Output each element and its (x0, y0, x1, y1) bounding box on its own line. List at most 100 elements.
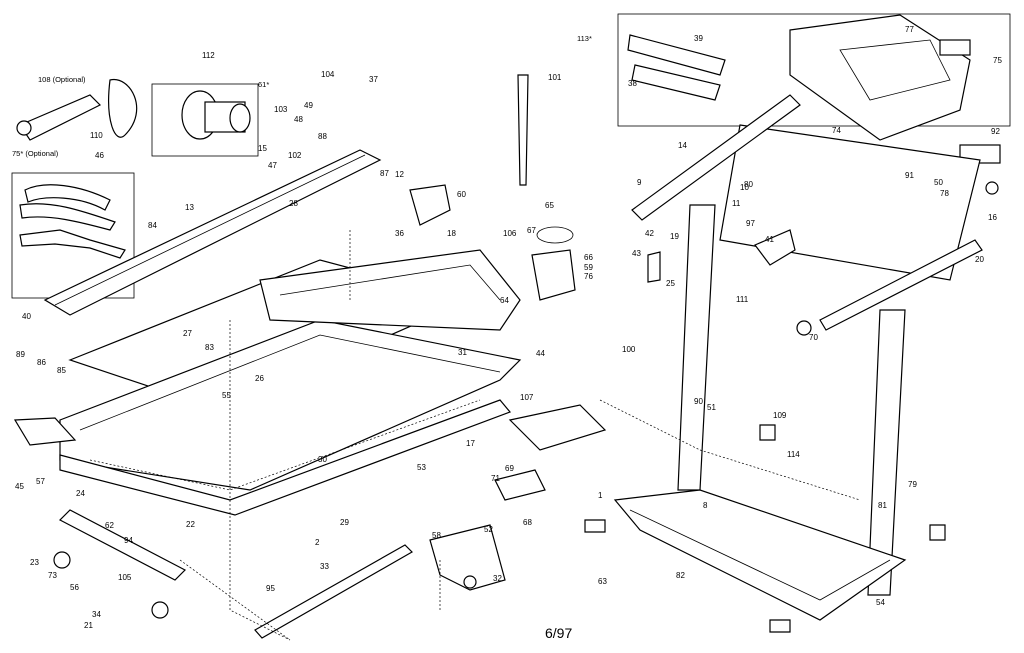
part-number-label: 40 (22, 312, 31, 321)
part-number-label: 26 (255, 374, 264, 383)
part-number-label: 16 (988, 213, 997, 222)
part-number-label: 53 (417, 463, 426, 472)
leader-lines (179, 230, 861, 641)
note-113: 113* (577, 34, 592, 43)
part-number-label: 46 (95, 151, 104, 160)
left-rail (43, 149, 382, 316)
part-number-label: 66 (584, 253, 593, 262)
part-number-label: 48 (294, 115, 303, 124)
part-number-label: 24 (76, 489, 85, 498)
part-number-label: 70 (809, 333, 818, 342)
part-number-label: 80 (744, 180, 753, 189)
part-number-label: 57 (36, 477, 45, 486)
part-number-label: 107 (520, 393, 534, 402)
part-number-label: 47 (268, 161, 277, 170)
part-number-label: 85 (57, 366, 66, 375)
part-number-label: 41 (765, 235, 774, 244)
part-number-label: 49 (304, 101, 313, 110)
part-number-label: 64 (500, 296, 509, 305)
part-number-label: 78 (940, 189, 949, 198)
part-number-label: 30 (318, 455, 327, 464)
part-number-label: 63 (598, 577, 607, 586)
part-number-label: 77 (905, 25, 914, 34)
part-number-label: 52 (484, 525, 493, 534)
part-number-label: 42 (645, 229, 654, 238)
front-roller (254, 544, 413, 639)
part-number-label: 14 (678, 141, 687, 150)
part-number-label: 19 (670, 232, 679, 241)
part-number-label: 12 (395, 170, 404, 179)
part-number-label: 87 (380, 169, 389, 178)
part-number-label: 39 (694, 34, 703, 43)
console-inset (617, 13, 1011, 164)
part-number-label: 109 (773, 411, 787, 420)
part-number-label: 71 (491, 474, 500, 483)
part-number-label: 8 (703, 501, 708, 510)
part-number-label: 2 (315, 538, 320, 547)
part-number-label: 76 (584, 272, 593, 281)
part-number-label: 55 (222, 391, 231, 400)
upright-frame (613, 94, 983, 621)
part-number-label: 44 (536, 349, 545, 358)
part-number-label: 28 (289, 199, 298, 208)
part-number-label: 21 (84, 621, 93, 630)
part-number-label: 68 (523, 518, 532, 527)
part-number-label: 58 (432, 531, 441, 540)
part-number-label: 81 (878, 501, 887, 510)
motor-inset (151, 83, 259, 157)
part-number-label: 88 (318, 132, 327, 141)
part-number-label: 32 (493, 574, 502, 583)
part-number-label: 112 (202, 51, 215, 60)
part-number-label: 73 (48, 571, 57, 580)
part-number-label: 38 (628, 79, 637, 88)
part-number-label: 25 (666, 279, 675, 288)
inset-box-cables (11, 172, 135, 299)
part-number-label: 82 (676, 571, 685, 580)
part-number-label: 101 (548, 73, 562, 82)
part-number-label: 74 (832, 126, 841, 135)
rear-roller (53, 509, 187, 619)
part-number-label: 59 (584, 263, 593, 272)
part-number-label: 83 (205, 343, 214, 352)
part-number-label: 36 (395, 229, 404, 238)
part-number-label: 95 (266, 584, 275, 593)
part-number-label: 65 (545, 201, 554, 210)
part-number-label: 9 (637, 178, 642, 187)
part-number-label: 89 (16, 350, 25, 359)
small-parts (13, 74, 999, 633)
part-number-label: 62 (105, 521, 114, 530)
part-number-label: 27 (183, 329, 192, 338)
part-number-label: 15 (258, 144, 267, 153)
part-number-label: 69 (505, 464, 514, 473)
part-number-label: 106 (503, 229, 517, 238)
part-number-label: 33 (320, 562, 329, 571)
part-number-label: 54 (876, 598, 885, 607)
date-mark: 6/97 (545, 625, 572, 641)
part-number-label: 43 (632, 249, 641, 258)
part-number-label: 29 (340, 518, 349, 527)
part-number-label: 23 (30, 558, 39, 567)
part-number-label: 18 (447, 229, 456, 238)
part-number-label: 105 (118, 573, 132, 582)
part-number-label: 20 (975, 255, 984, 264)
part-number-label: 84 (148, 221, 157, 230)
part-number-label: 103 (274, 105, 288, 114)
part-number-label: 86 (37, 358, 46, 367)
part-number-label: 34 (92, 610, 101, 619)
part-number-label: 97 (746, 219, 755, 228)
part-number-label: 102 (288, 151, 302, 160)
part-number-label: 22 (186, 520, 195, 529)
part-number-label: 1 (598, 491, 603, 500)
part-number-label: 114 (787, 450, 800, 459)
part-number-label: 104 (321, 70, 335, 79)
part-number-label: 13 (185, 203, 194, 212)
note-108-optional: 108 (Optional) (38, 75, 86, 84)
part-number-label: 10 (740, 183, 749, 192)
optional-parts-108 (16, 79, 138, 141)
part-number-label: 31 (458, 348, 467, 357)
part-number-label: 56 (70, 583, 79, 592)
part-number-label: 60 (457, 190, 466, 199)
part-number-label: 11 (732, 199, 741, 208)
part-number-label: 17 (466, 439, 475, 448)
